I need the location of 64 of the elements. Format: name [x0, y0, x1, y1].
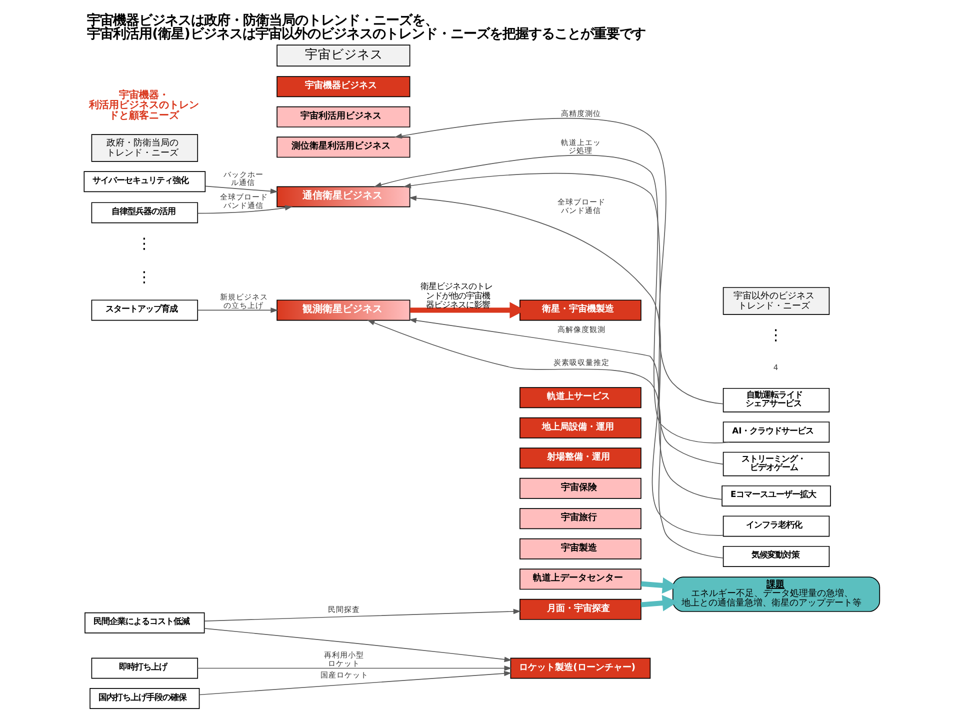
edge-label: 軌道上エッジ処理	[561, 138, 602, 156]
node-box: 政府・防衛当局のトレンド・ニーズ	[91, 134, 198, 162]
node-box: 軌道上データセンター	[520, 568, 642, 590]
node-box: 宇宙製造	[520, 538, 642, 560]
arrow	[403, 172, 724, 465]
arrow	[205, 186, 278, 194]
node-box: 通信衛星ビジネス	[276, 186, 410, 208]
arrow	[374, 154, 730, 444]
edge-label: 国産ロケット	[320, 670, 368, 680]
node-box: 宇宙ビジネス	[276, 44, 410, 66]
node-box: 軌道上サービス	[520, 387, 642, 408]
node-box: 宇宙以外のビジネストレンド・ニーズ	[722, 287, 830, 315]
node-box: サイバーセキュリティ強化	[84, 171, 206, 192]
node-box: 衛星・宇宙機製造	[520, 300, 642, 321]
edge-label: 衛星ビジネスのトレンドが他の宇宙機器ビジネスに影響	[420, 281, 493, 310]
edge-label: バックホール通信	[224, 170, 264, 188]
arrow	[394, 118, 724, 404]
arrow	[204, 608, 521, 622]
label: 4	[773, 363, 778, 372]
arrow	[408, 318, 724, 536]
node-box: 射場整備・運用	[520, 448, 642, 469]
node-box: 地上局設備・運用	[520, 417, 642, 438]
node-box: インフラ老朽化	[722, 516, 830, 537]
node-box: 宇宙保険	[520, 478, 642, 499]
node-box: ストリーミング・ビデオゲーム	[722, 452, 830, 476]
label: ⋮	[136, 268, 152, 286]
node-box: AI・クラウドサービス	[722, 422, 830, 443]
node-box: Eコマースユーザー拡大	[722, 485, 831, 506]
arrow	[197, 205, 293, 214]
arrow	[197, 666, 512, 671]
label: ⋮	[768, 326, 784, 344]
node-box: 国内打ち上げ手段の確保	[90, 688, 200, 709]
edge-label: 全球ブロードバンド通信	[220, 192, 268, 210]
node-box: 宇宙機器ビジネス	[276, 76, 410, 98]
edge-label: 全球ブロードバンド通信	[557, 197, 606, 215]
node-box: 月面・宇宙探査	[520, 598, 642, 620]
edge-label: 炭素吸収量推定	[554, 358, 610, 367]
node-box: 気候変動対策	[722, 546, 830, 567]
node-box: 宇宙旅行	[520, 508, 642, 530]
arrow	[640, 594, 678, 612]
edge-label: 民間探査	[328, 605, 360, 614]
arrow	[198, 670, 512, 696]
edge-label: 再利用小型ロケット	[324, 650, 364, 668]
node-box: スタートアップ育成	[91, 300, 198, 321]
arrow	[640, 577, 678, 594]
node-box: 即時打ち上げ	[91, 658, 198, 679]
edge-label: 高精度測位	[561, 109, 602, 118]
edge-label: 高解像度観測	[557, 325, 606, 334]
node-box: 観測衛星ビジネス	[276, 300, 410, 321]
arrow	[204, 628, 512, 662]
arrow	[197, 308, 278, 313]
node-box: 測位衛星利活用ビジネス	[276, 136, 410, 158]
node-box: ロケット製造(ローンチャー)	[510, 658, 651, 679]
arrow	[367, 320, 724, 558]
label: ⋮	[136, 234, 152, 252]
node-box: 民間企業によるコスト低減	[84, 612, 205, 634]
node-box: 自律型兵器の活用	[91, 202, 198, 224]
arrow	[408, 196, 722, 500]
node-box: 課題 エネルギー不足、データ処理量の急増、地上との通信量急増、衛星のアップデート等	[672, 576, 880, 612]
diagram-title: 宇宙機器ビジネスは政府・防衛当局のトレンド・ニーズを、宇宙利活用(衛星)ビジネスは宇宙以外のビジネスのトレンド・ニーズを把握することが重要です	[87, 14, 646, 42]
node-box: 自動運転ライドシェアサービス	[722, 388, 830, 412]
edge-label: 新規ビジネスの立ち上げ	[220, 292, 268, 310]
node-box: 宇宙利活用ビジネス	[276, 106, 410, 128]
label: 宇宙機器・利活用ビジネスのトレンドと顧客ニーズ	[88, 90, 199, 122]
